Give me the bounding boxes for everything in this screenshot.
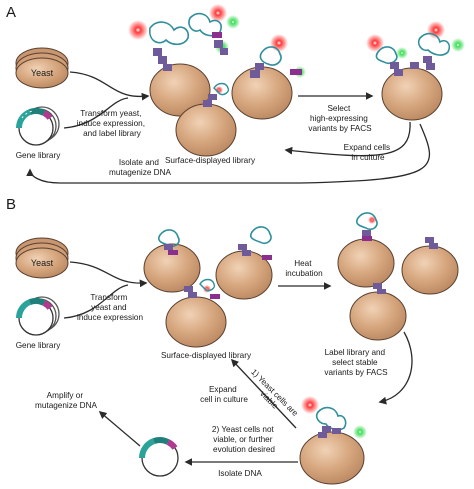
yeast-cell (149, 63, 211, 117)
panel-a-selected-cell (366, 21, 465, 121)
panel-a-isolate-label: Isolate and mutagenize DNA (109, 158, 171, 177)
panel-b-amplify-label: Amplify or mutagenize DNA (35, 391, 97, 410)
panel-b-viable-label: 1) Yeast cells are viable (243, 367, 301, 425)
yeast-cell (165, 296, 227, 348)
panel-b-gene-library-label: Gene library (16, 341, 62, 350)
panel-b-transform-arrow (69, 261, 148, 288)
panel-a-displayed-proteins (128, 4, 306, 107)
panel-b-yeast-stack: Yeast (15, 237, 69, 279)
panel-b-gene-library-icon (15, 296, 60, 336)
panel-a-transform-label: Transform yeast, induce expression, and … (77, 109, 148, 138)
panel-b-surface-library-label: Surface-displayed library (161, 351, 252, 360)
yeast-cell (175, 103, 237, 157)
panel-b-letter: B (6, 196, 16, 213)
panel-b-label-select-arrow (378, 331, 413, 405)
panel-a-letter: A (6, 4, 16, 21)
panel-b-isolated-plasmid (138, 437, 179, 477)
panel-b-transform-label: Transform yeast and induce expression (77, 293, 143, 322)
panel-a-gene-library-label: Gene library (16, 151, 62, 160)
panel-a-expand-label: Expand cells in culture (344, 143, 393, 162)
panel-a-transform-arrow (69, 71, 150, 101)
panel-b-viable-arrow (230, 358, 297, 429)
panel-a-expand-arrow (284, 121, 411, 157)
panel-b-amplify-arrow (98, 410, 141, 447)
panel-b-isolate-label: Isolate DNA (218, 469, 262, 478)
panel-a-surface-library-label: Surface-displayed library (165, 156, 256, 165)
panel-a-gene-library-icon (15, 106, 60, 146)
panel-b-selected-cell (299, 396, 367, 485)
panel-b-yeast-label: Yeast (31, 258, 54, 268)
panel-b-not-viable-label: 2) Yeast cells not viable, or further ev… (212, 425, 276, 454)
panel-b-surface-cells (143, 226, 273, 348)
panel-a-isolate-arrow (26, 123, 431, 184)
panel-b-label-select-label: Label library and select stable variants… (324, 348, 388, 377)
panel-a-yeast-label: Yeast (31, 68, 54, 78)
panel-a-yeast-stack: Yeast (15, 47, 69, 89)
panel-a-library-join-arrow (63, 97, 129, 129)
panel-b-library-join-arrow (63, 284, 129, 319)
yeast-cell (231, 66, 293, 120)
panel-a-surface-cells (149, 63, 293, 157)
panel-b-expand-label: Expand cell in culture (200, 385, 248, 404)
panel-b-heat-label: Heat incubation (285, 259, 323, 278)
panel-a-select-label: Select high-expressing variants by FACS (308, 104, 372, 133)
panel-b-heated-cells (337, 212, 459, 341)
